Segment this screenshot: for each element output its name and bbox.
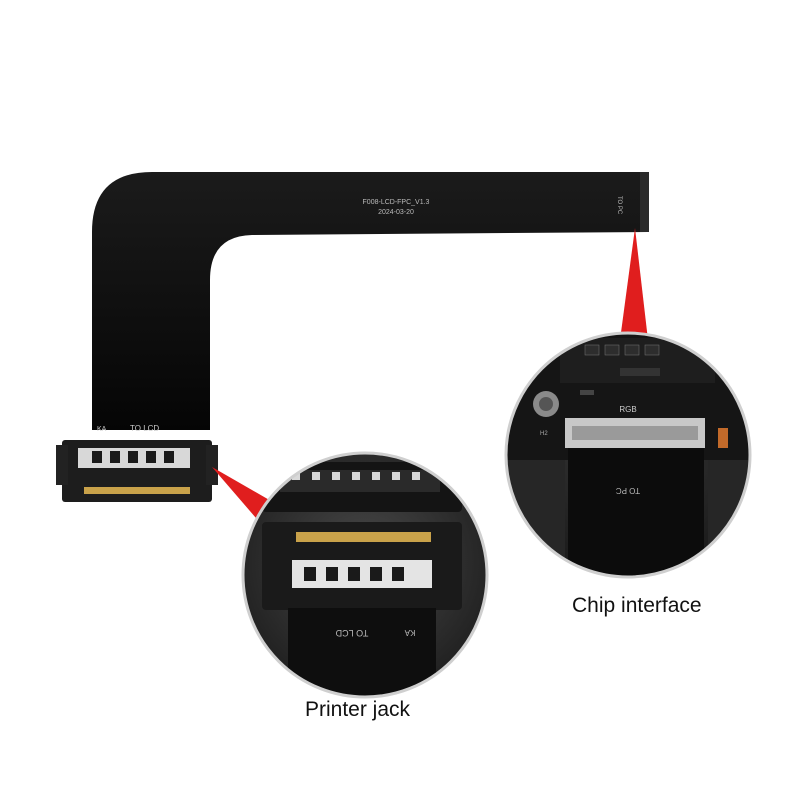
board-label-line1: F008-LCD-FPC_V1.3 bbox=[363, 199, 430, 206]
printer-inset-cable-text: TO LCD bbox=[335, 628, 368, 638]
chip-inset-border bbox=[504, 331, 752, 579]
printer-jack-inset: TO LCD KA bbox=[243, 453, 487, 697]
chip-inset-board-text3: H2 bbox=[540, 431, 548, 437]
flex-cable bbox=[92, 172, 648, 430]
printer-inset-border bbox=[241, 451, 489, 699]
chip-interface-caption: Chip interface bbox=[572, 594, 702, 617]
to-pc-label: TO PC bbox=[616, 196, 622, 215]
board-label-line2: 2024-03-20 bbox=[378, 209, 414, 216]
printer-inset-cable-text2: KA bbox=[404, 628, 415, 637]
chip-inset-board-text: RGB bbox=[619, 405, 636, 414]
lcd-connector bbox=[56, 440, 218, 502]
chip-interface-inset: RGB H2 TO PC bbox=[506, 333, 750, 577]
printer-jack-caption: Printer jack bbox=[305, 698, 411, 721]
ka-label: KA bbox=[97, 426, 107, 433]
chip-inset-board-text2: TO PC bbox=[616, 486, 641, 495]
to-lcd-label: TO LCD bbox=[130, 424, 159, 433]
callout-arrow-chip bbox=[620, 228, 648, 340]
cable-pc-end bbox=[640, 172, 649, 232]
